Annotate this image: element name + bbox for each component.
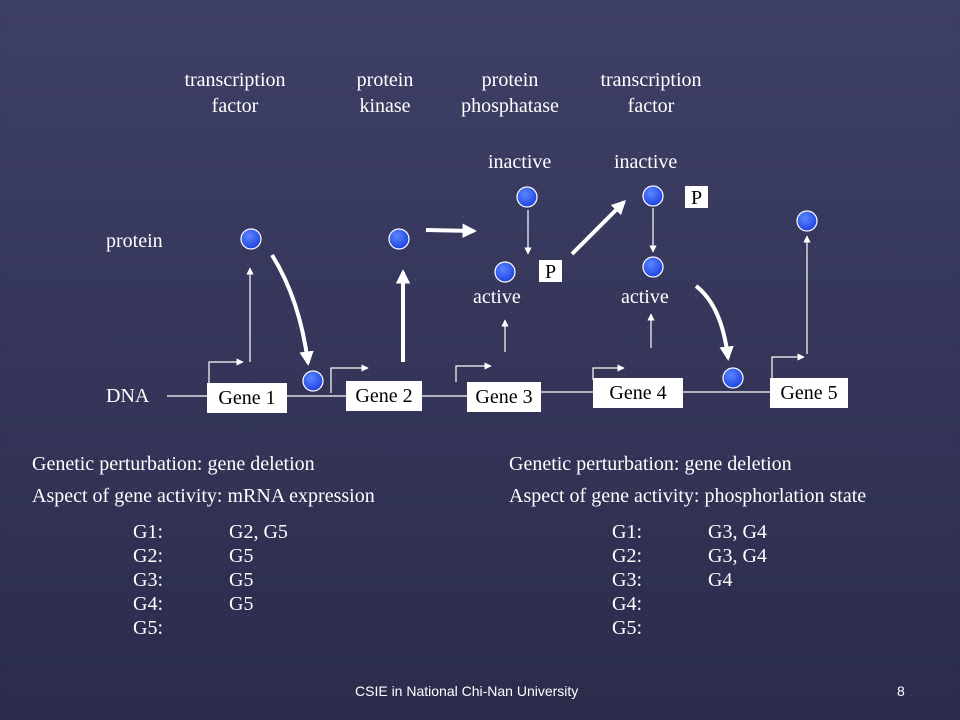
header-protein-phosphatase: protein phosphatase — [440, 67, 580, 119]
gene-key: G3: — [612, 569, 642, 591]
gene-box-2[interactable]: Gene 2 — [346, 381, 422, 411]
dna-row-label: DNA — [106, 385, 150, 407]
gene-label: Gene 4 — [609, 382, 666, 404]
dna-strand — [167, 391, 770, 397]
gene-key: G5: — [133, 617, 163, 639]
gene-key: G4: — [612, 593, 642, 615]
gene-box-1[interactable]: Gene 1 — [207, 383, 287, 413]
binding-arrow-tf-to-gene-2 — [270, 253, 314, 366]
protein-node-tf-active — [642, 256, 664, 278]
gene-box-3[interactable]: Gene 3 — [467, 382, 541, 412]
affected-genes: G4 — [708, 569, 733, 591]
header-transcription-factor-2: transcription factor — [576, 67, 726, 119]
table-row: G3: G5 — [133, 568, 288, 592]
footer-institution: CSIE in National Chi-Nan University — [355, 683, 579, 699]
header-line: protein — [481, 69, 539, 91]
table-row: G3: G4 — [612, 568, 767, 592]
gene-label: Gene 2 — [355, 385, 412, 407]
phospho-tag-label: P — [691, 187, 702, 209]
header-line: transcription — [184, 69, 286, 91]
gene-key: G4: — [133, 593, 163, 615]
active-label-phosphatase: active — [473, 286, 521, 308]
right-aspect-label: Aspect of gene activity: phosphorlation … — [509, 485, 867, 507]
promoter-arrow-gene-4 — [592, 364, 625, 380]
gene-key: G5: — [612, 617, 642, 639]
promoter-arrow-gene-2 — [330, 364, 369, 393]
gene-key: G2: — [133, 545, 163, 567]
header-line: factor — [627, 95, 675, 117]
protein-node-tf-inactive — [642, 185, 664, 207]
header-line: transcription — [600, 69, 702, 91]
phospho-tag-phosphatase: P — [539, 260, 562, 283]
gene-label: Gene 5 — [780, 382, 837, 404]
bound-tf-node-gene-5 — [722, 367, 744, 389]
gene-key: G1: — [612, 521, 642, 543]
bound-tf-node-gene-2 — [302, 370, 324, 392]
right-deletion-table: G1: G3, G4 G2: G3, G4 G3: G4 G4: G5: — [612, 520, 767, 640]
promoter-arrow-gene-5 — [771, 353, 805, 380]
header-line: kinase — [359, 95, 411, 117]
header-line: phosphatase — [461, 95, 559, 117]
table-row: G1: G3, G4 — [612, 520, 767, 544]
table-row: G5: — [612, 616, 767, 640]
phospho-tag-label: P — [545, 261, 556, 283]
inactive-label-phosphatase: inactive — [488, 151, 551, 173]
inactive-label-tf: inactive — [614, 151, 677, 173]
gene-key: G2: — [612, 545, 642, 567]
header-protein-kinase: protein kinase — [330, 67, 440, 119]
table-row: G5: — [133, 616, 288, 640]
table-row: G2: G3, G4 — [612, 544, 767, 568]
protein-node-phosphatase-active — [494, 261, 516, 283]
protein-node-gene-1 — [240, 228, 262, 250]
right-perturbation-label: Genetic perturbation: gene deletion — [509, 453, 792, 475]
phospho-tag-tf: P — [685, 186, 708, 209]
binding-arrow-tf-to-gene-5 — [694, 284, 734, 361]
table-row: G2: G5 — [133, 544, 288, 568]
gene-box-5[interactable]: Gene 5 — [770, 378, 848, 408]
gene-box-4[interactable]: Gene 4 — [593, 378, 683, 408]
affected-genes: G5 — [229, 569, 254, 591]
affected-genes: G3, G4 — [708, 521, 767, 543]
slide-number: 8 — [897, 683, 905, 699]
promoter-arrow-gene-3 — [455, 362, 492, 382]
protein-node-gene-2 — [388, 228, 410, 250]
table-row: G4: — [612, 592, 767, 616]
gene-key: G1: — [133, 521, 163, 543]
left-aspect-label: Aspect of gene activity: mRNA expression — [32, 485, 375, 507]
protein-row-label: protein — [106, 230, 163, 252]
gene-label: Gene 3 — [475, 386, 532, 408]
table-row: G1: G2, G5 — [133, 520, 288, 544]
left-perturbation-label: Genetic perturbation: gene deletion — [32, 453, 315, 475]
table-row: G4: G5 — [133, 592, 288, 616]
protein-node-phosphatase-inactive — [516, 186, 538, 208]
active-label-tf: active — [621, 286, 669, 308]
protein-node-gene-5 — [796, 210, 818, 232]
gene-key: G3: — [133, 569, 163, 591]
promoter-arrow-gene-1 — [208, 358, 244, 383]
gene-label: Gene 1 — [218, 387, 275, 409]
affected-genes: G5 — [229, 545, 254, 567]
header-transcription-factor-1: transcription factor — [160, 67, 310, 119]
affected-genes: G5 — [229, 593, 254, 615]
dephosphorylation-arrow — [570, 199, 627, 256]
affected-genes: G2, G5 — [229, 521, 288, 543]
header-line: protein — [356, 69, 414, 91]
header-line: factor — [211, 95, 259, 117]
kinase-arrow-to-phosphatase — [425, 223, 477, 238]
left-deletion-table: G1: G2, G5 G2: G5 G3: G5 G4: G5 G5: — [133, 520, 288, 640]
affected-genes: G3, G4 — [708, 545, 767, 567]
